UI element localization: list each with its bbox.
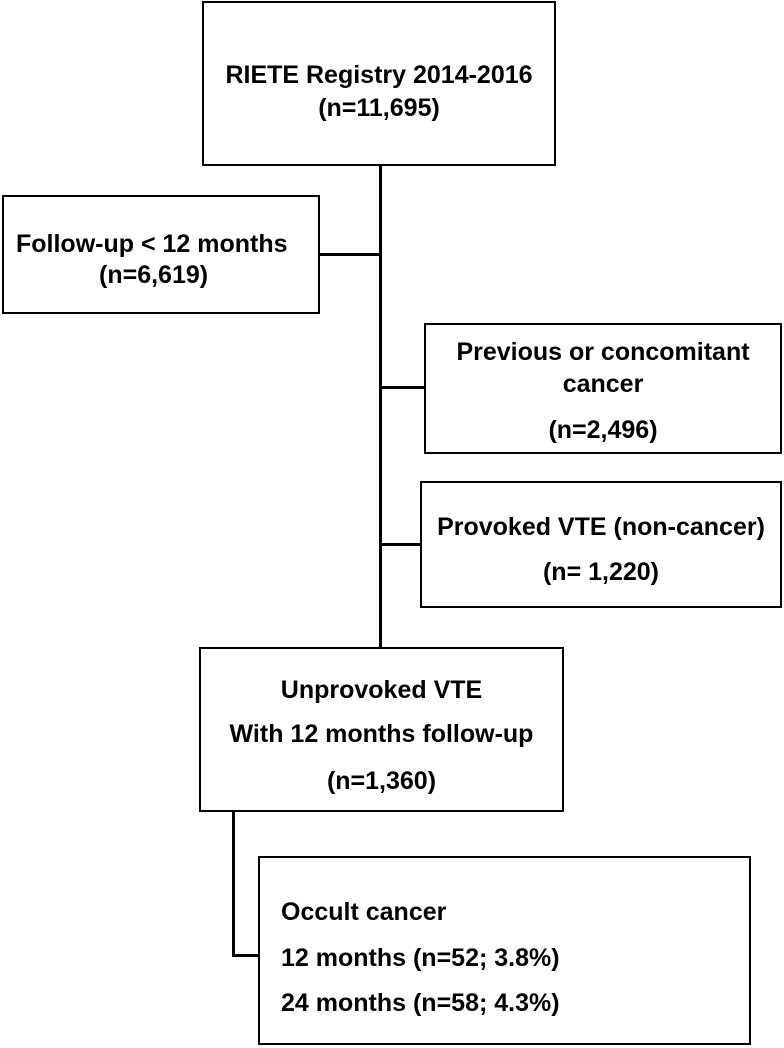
occult-cancer-title: Occult cancer xyxy=(281,898,447,926)
previous-cancer-title-line1: Previous or concomitant xyxy=(456,338,750,366)
occult-vertical-connector xyxy=(232,810,235,956)
followup-connector xyxy=(319,253,381,256)
occult-horizontal-connector xyxy=(232,954,259,957)
occult-cancer-24m: 24 months (n=58; 4.3%) xyxy=(281,989,560,1017)
registry-title: RIETE Registry 2014-2016 xyxy=(225,61,533,89)
previous-cancer-connector xyxy=(380,386,425,389)
unprovoked-vte-title-line1: Unprovoked VTE xyxy=(280,676,483,704)
occult-cancer-12m: 12 months (n=52; 3.8%) xyxy=(281,944,560,972)
followup-excluded-box: Follow-up < 12 months (n=6,619) xyxy=(2,195,320,314)
occult-cancer-box: Occult cancer 12 months (n=52; 3.8%) 24 … xyxy=(258,856,751,1045)
provoked-vte-count: (n= 1,220) xyxy=(542,558,660,586)
unprovoked-vte-box: Unprovoked VTE With 12 months follow-up … xyxy=(199,647,564,812)
followup-title: Follow-up < 12 months xyxy=(16,230,288,258)
provoked-vte-title: Provoked VTE (non-cancer) xyxy=(437,513,765,541)
registry-box: RIETE Registry 2014-2016 (n=11,695) xyxy=(202,1,556,166)
previous-cancer-count: (n=2,496) xyxy=(548,416,658,444)
provoked-vte-connector xyxy=(380,543,421,546)
followup-count: (n=6,619) xyxy=(99,261,209,289)
main-vertical-connector xyxy=(379,164,382,649)
previous-cancer-title-line2: cancer xyxy=(562,370,644,398)
unprovoked-vte-count: (n=1,360) xyxy=(326,767,437,795)
registry-count: (n=11,695) xyxy=(318,94,440,122)
previous-cancer-box: Previous or concomitant cancer (n=2,496) xyxy=(424,323,782,454)
provoked-vte-box: Provoked VTE (non-cancer) (n= 1,220) xyxy=(420,481,782,608)
unprovoked-vte-title-line2: With 12 months follow-up xyxy=(229,720,534,748)
